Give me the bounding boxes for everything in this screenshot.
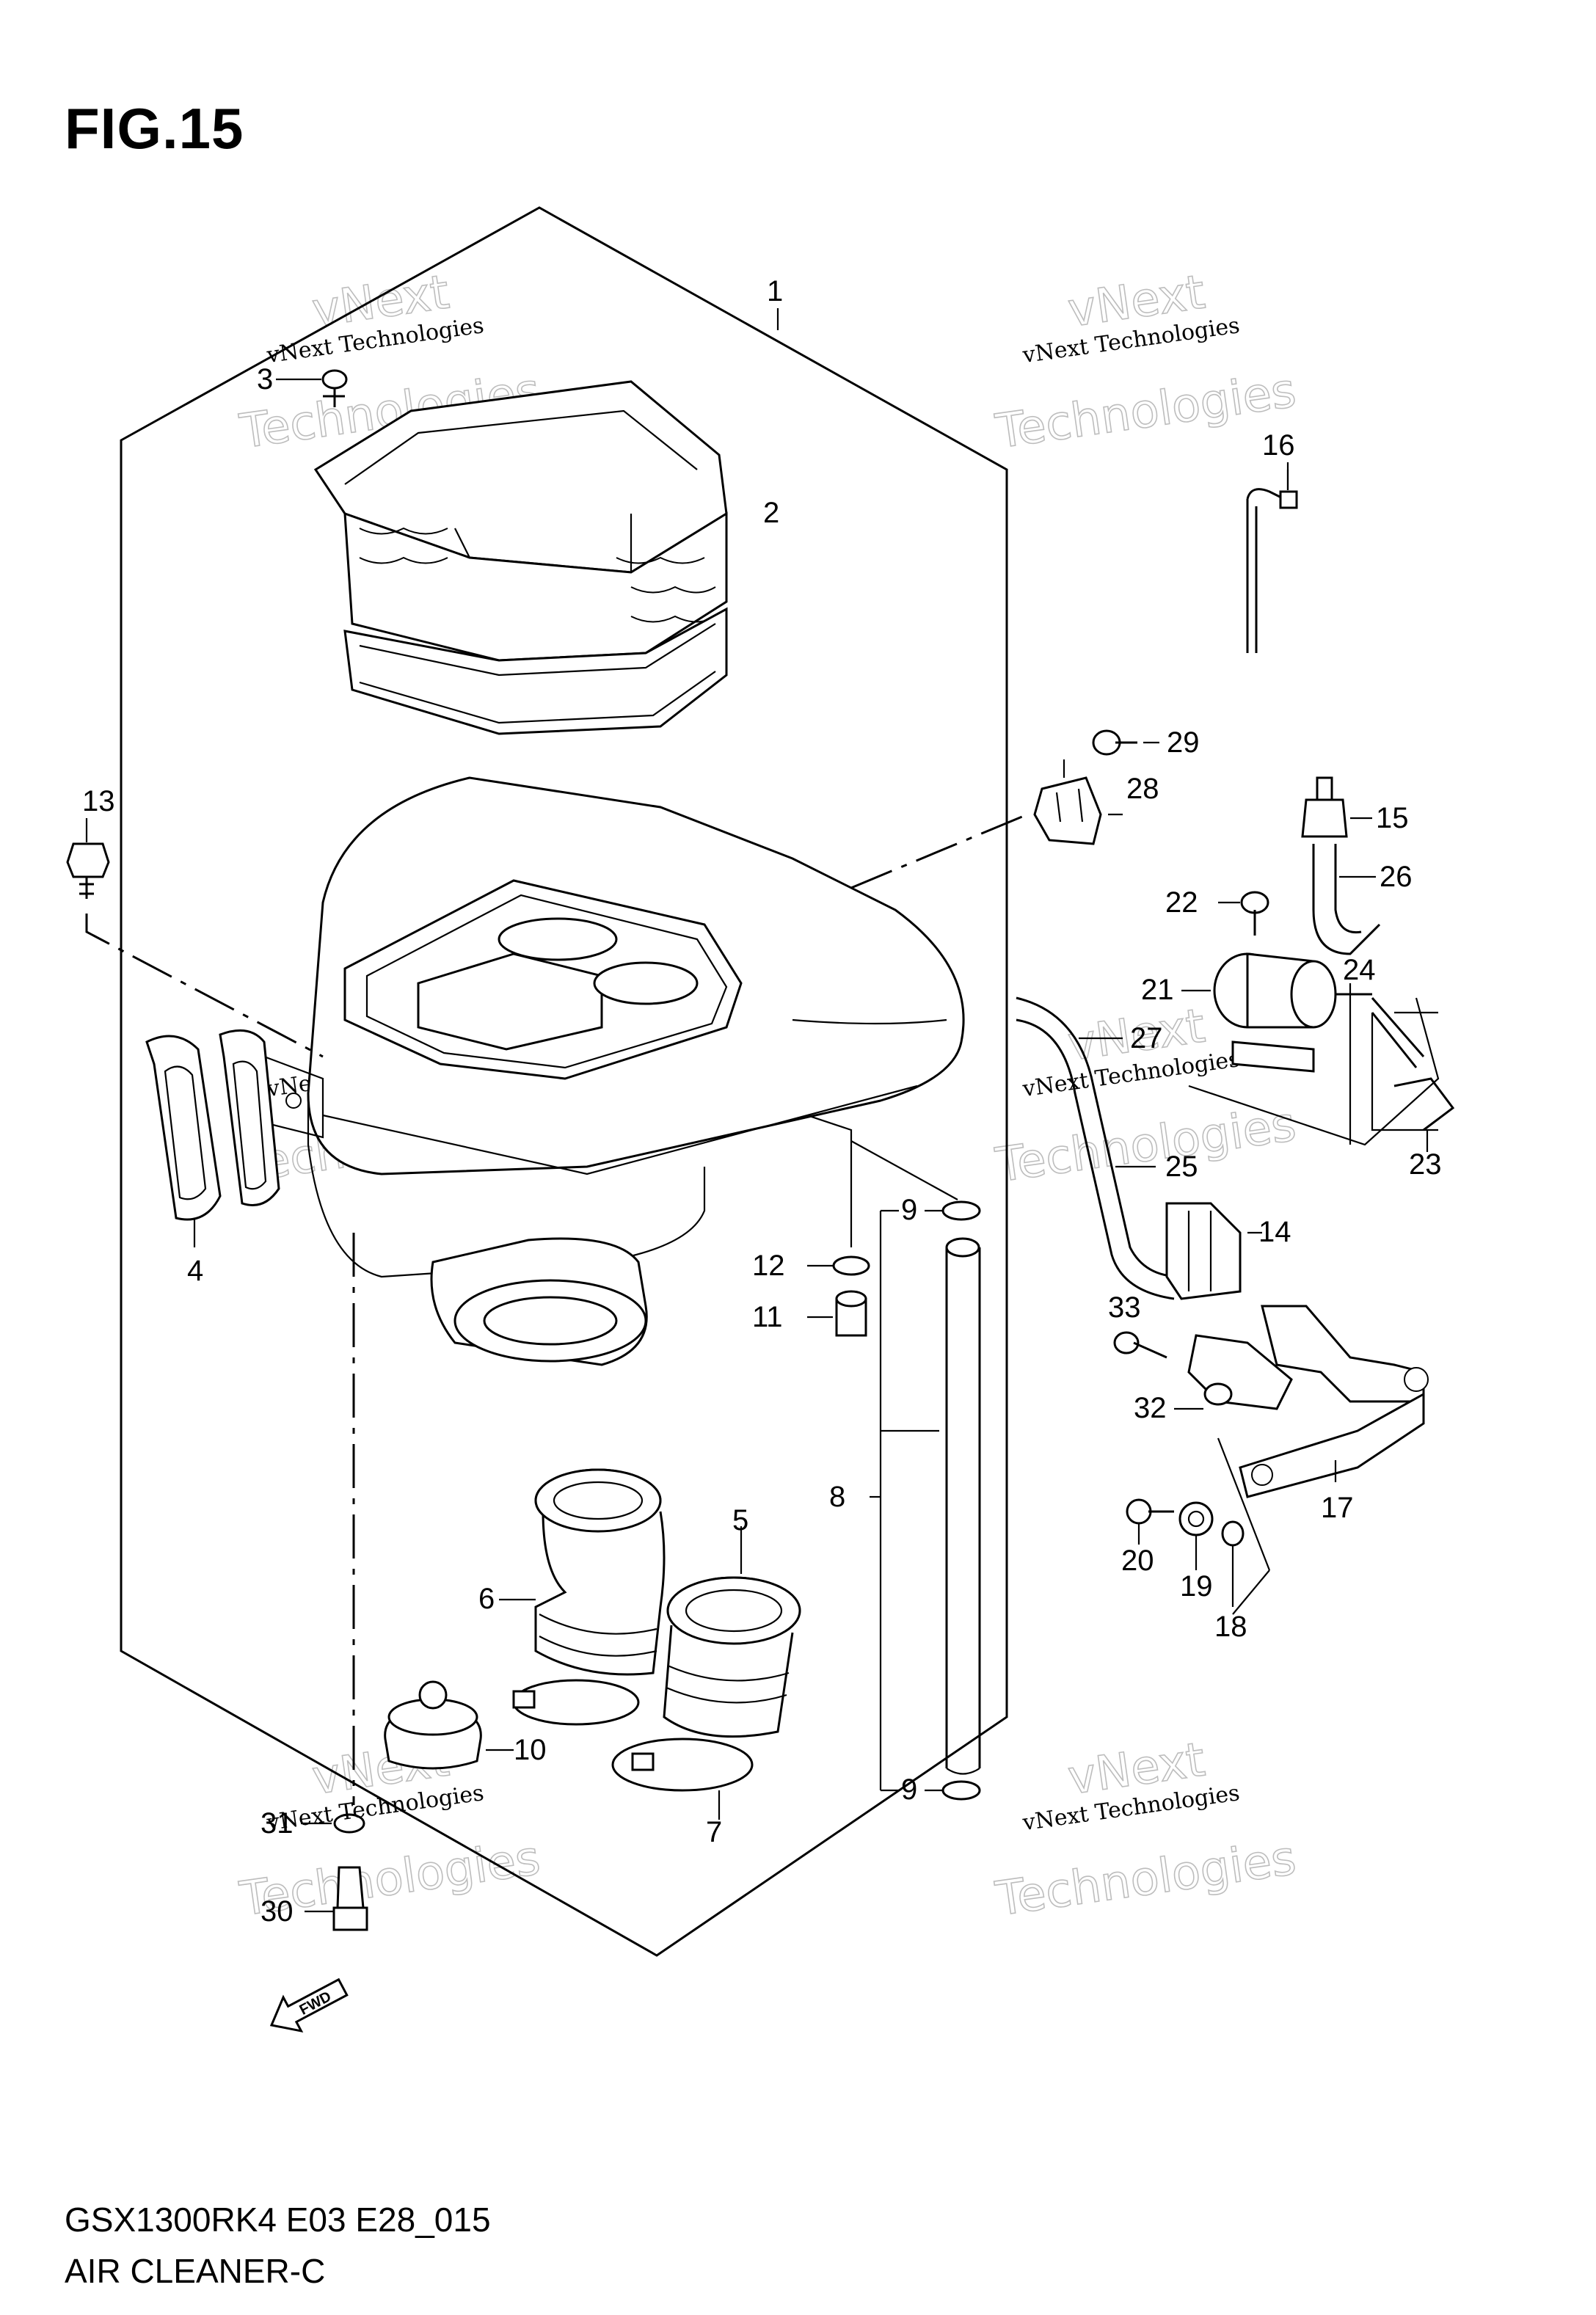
sensor-32 [1174,1334,1293,1410]
hose-27 [1016,996,1182,1300]
callout-5: 5 [732,1504,748,1536]
callout-16: 16 [1262,429,1295,462]
callout-7: 7 [706,1816,722,1848]
fwd-arrow-icon: FWD [269,1977,349,2033]
svg-text:Technologies: Technologies [992,364,1299,460]
screw-3 [276,369,348,407]
hose-8 [870,1209,981,1792]
cap-11 [807,1290,867,1337]
callout-15: 15 [1376,802,1409,834]
bolt-13 [66,842,324,1058]
callout-6: 6 [478,1583,495,1615]
clamps-7 [512,1679,754,1820]
callout-9-bottom: 9 [901,1773,917,1806]
drain-plug-10 [384,1680,514,1770]
intake-duct-5 [663,1526,801,1738]
clamp-9-top [925,1200,981,1221]
connector-28 [1033,759,1123,845]
callout-22: 22 [1165,886,1198,919]
callout-29: 29 [1167,726,1200,759]
screw-29 [1092,729,1159,756]
hose-24 [1349,983,1438,1145]
hose-23 [1371,1013,1455,1145]
leader-9-line [850,1140,958,1200]
svg-text:Technologies: Technologies [992,1098,1299,1194]
clamp-9-bottom [925,1780,981,1801]
sensor-30 [305,1866,368,1931]
callout-31: 31 [260,1807,294,1840]
section-name: AIR CLEANER-C [65,2252,326,2290]
callout-30: 30 [260,1895,294,1928]
callout-25: 25 [1165,1151,1198,1183]
callout-14: 14 [1258,1216,1291,1248]
callout-4: 4 [187,1255,203,1287]
bolt-20 [1126,1498,1174,1545]
watermark-top-right: vNext Technologies vNext Technologies [991,265,1300,460]
seal-4 [145,1029,280,1221]
svg-text:Technologies: Technologies [992,1831,1299,1928]
callout-21: 21 [1141,974,1174,1006]
callout-17: 17 [1321,1492,1354,1524]
callout-26: 26 [1380,861,1413,893]
callout-28: 28 [1126,773,1159,805]
callout-12: 12 [752,1250,785,1282]
screw-22 [1218,891,1269,936]
intake-duct-6 [499,1468,666,1676]
collar-18 [1221,1520,1245,1607]
figure-title: FIG.15 [65,96,244,161]
bracket-17 [1239,1305,1429,1498]
callout-32: 32 [1134,1392,1167,1424]
callout-33: 33 [1108,1291,1141,1324]
callout-labels: 1 2 3 4 5 6 7 8 9 9 10 11 12 13 14 15 16… [82,275,1442,1928]
valve-14 [1165,1202,1262,1300]
clamp-12 [807,1255,870,1276]
callout-10: 10 [514,1734,547,1766]
callout-2: 2 [763,497,779,529]
frame-line-right [1188,997,1440,1146]
solenoid-21 [1181,952,1372,1073]
callout-24: 24 [1343,954,1376,986]
callout-27: 27 [1130,1022,1163,1054]
washer-31 [301,1813,365,1834]
callout-13: 13 [82,785,115,817]
watermark-bottom-right: vNext Technologies vNext Technologies [991,1732,1300,1928]
callout-9-top: 9 [901,1194,917,1226]
air-filter-element [313,380,728,735]
callout-8: 8 [829,1481,845,1513]
callout-23: 23 [1409,1148,1442,1181]
callout-18: 18 [1214,1611,1247,1643]
screw-33 [1113,1331,1167,1359]
assembly-outline [120,206,1008,1957]
model-code: GSX1300RK4 E03 E28_015 [65,2201,491,2239]
callout-3: 3 [257,363,273,395]
leader-12-line [806,1114,853,1247]
air-cleaner-case [263,776,965,1366]
dashed-case-to-connector [850,813,1028,889]
wire-16 [1246,470,1298,653]
callout-1: 1 [767,275,783,307]
callout-11: 11 [752,1301,783,1333]
grommet-19 [1178,1501,1214,1570]
callout-20: 20 [1121,1545,1154,1577]
hose-26 [1312,844,1381,955]
callout-19: 19 [1180,1570,1213,1603]
frame-line-bottom-right [1217,1437,1271,1615]
cap-15 [1301,776,1372,838]
